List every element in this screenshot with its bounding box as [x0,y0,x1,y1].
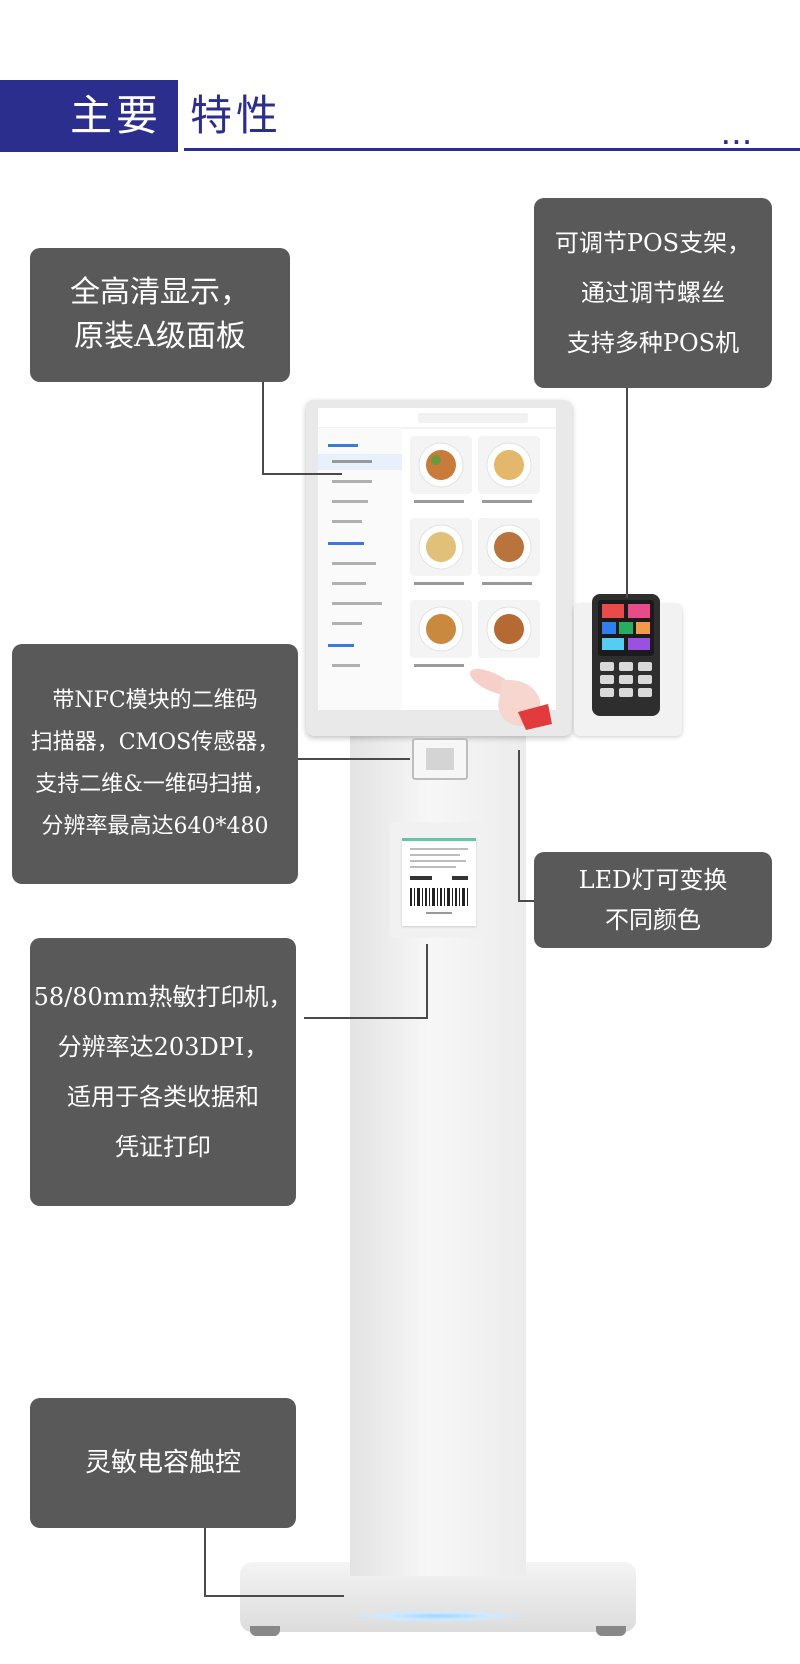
callout-scanner-line4: 分辨率最高达640*480 [41,814,269,839]
kiosk-foot-right [596,1626,626,1636]
callout-touch: 灵敏电容触控 [30,1398,296,1528]
callout-pos-line1: 可调节POS支架， [554,229,752,257]
callout-pos-line3: 支持多种POS机 [566,329,740,357]
menu-app-illustration [318,408,556,710]
callout-pos-line2: 通过调节螺丝 [581,279,725,307]
callout-display: 全高清显示， 原装A级面板 [30,248,290,382]
printed-receipt [402,838,476,926]
kiosk-foot-left [250,1626,280,1636]
callout-scanner-line3: 支持二维&一维码扫描， [35,772,275,797]
connector-display [262,380,264,474]
callout-led: LED灯可变换 不同颜色 [534,852,772,948]
connector-display-h [262,473,342,475]
connector-printer-h [304,1017,428,1019]
callout-pos: 可调节POS支架， 通过调节螺丝 支持多种POS机 [534,198,772,388]
connector-led-h [518,900,534,902]
connector-touch-h [204,1595,344,1597]
pos-terminal-screen [598,600,654,656]
qr-scanner-window [426,748,454,770]
callout-touch-line1: 灵敏电容触控 [84,1448,241,1478]
connector-pos [626,386,628,598]
callout-led-line2: 不同颜色 [605,906,701,934]
connector-printer [426,944,428,1018]
callout-printer: 58/80mm热敏打印机， 分辨率达203DPI， 适用于各类收据和 凭证打印 [30,938,296,1206]
touch-hand-icon [469,668,552,730]
connector-led [518,750,520,902]
callout-display-line1: 全高清显示， [70,275,250,310]
pos-keypad [600,662,652,697]
kiosk-screen [318,408,556,710]
callout-printer-line2: 分辨率达203DPI， [57,1033,269,1061]
callout-scanner-line2: 扫描器，CMOS传感器， [30,730,280,755]
header-title-main: 主要 [70,91,163,140]
callout-scanner-line1: 带NFC模块的二维码 [52,688,258,713]
callout-printer-line1: 58/80mm热敏打印机， [33,983,293,1011]
callout-display-line2: 原装A级面板 [74,319,246,354]
connector-scanner [298,758,410,760]
header-dots: ... [722,125,754,149]
led-glow [350,1610,526,1622]
callout-led-line1: LED灯可变换 [578,866,728,894]
connector-touch [204,1528,206,1596]
header-underline [184,148,800,151]
header-title-sub: 特性 [190,91,283,140]
header-accent-block [0,80,178,152]
callout-printer-line4: 凭证打印 [115,1133,211,1161]
receipt-illustration [402,838,476,914]
callout-scanner: 带NFC模块的二维码 扫描器，CMOS传感器， 支持二维&一维码扫描， 分辨率最… [12,644,298,884]
pos-app-tiles [602,604,650,650]
callout-printer-line3: 适用于各类收据和 [67,1083,259,1111]
